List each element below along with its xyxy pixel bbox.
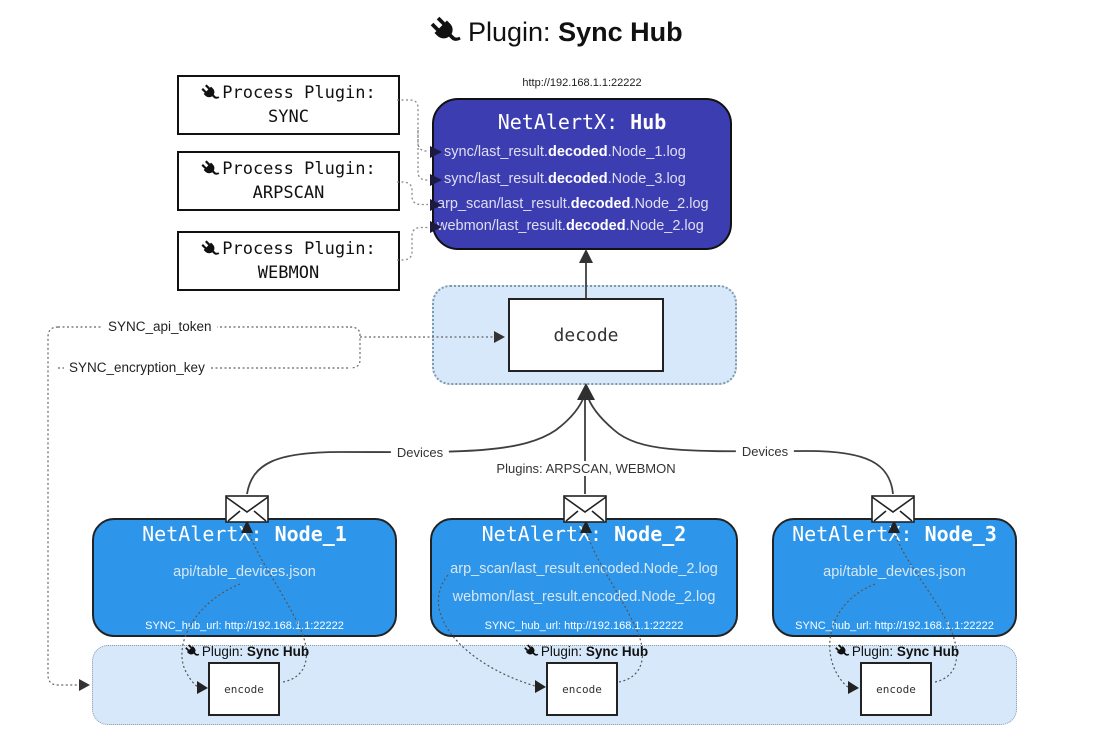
page-title: Plugin: Sync Hub xyxy=(430,16,683,48)
process-plugin-name: SYNC xyxy=(268,107,309,127)
plugin-to-hub-connectors xyxy=(397,99,429,261)
hub-title-bold: Hub xyxy=(630,110,667,134)
hub-title: NetAlertX: Hub xyxy=(432,110,732,134)
encode-box-3: encode xyxy=(860,662,932,716)
node-1-box xyxy=(92,518,397,637)
node-2-file: arp_scan/last_result.encoded.Node_2.log xyxy=(450,561,718,577)
encoder-2-label: Plugin: Sync Hub xyxy=(524,644,648,659)
edge-label-plugins: Plugins: ARPSCAN, WEBMON xyxy=(490,461,682,476)
process-plugin-arpscan-box: Process Plugin: ARPSCAN xyxy=(177,151,400,211)
converge-arrowhead xyxy=(577,383,595,400)
process-plugin-label: Process Plugin: xyxy=(222,159,376,179)
decode-label: decode xyxy=(553,324,619,346)
node-1-title: NetAlertX: Node_1 xyxy=(142,522,347,546)
hub-title-prefix: NetAlertX: xyxy=(497,110,631,134)
plug-icon xyxy=(524,644,539,659)
plug-icon xyxy=(430,16,462,48)
process-plugin-label: Process Plugin: xyxy=(222,83,376,103)
sync-encryption-key-label: SYNC_encryption_key xyxy=(64,360,210,375)
settings-arrow-encodebar xyxy=(79,679,90,691)
process-plugin-sync-box: Process Plugin: SYNC xyxy=(177,75,400,135)
edge-label-devices-right: Devices xyxy=(735,444,795,459)
node-1-file: api/table_devices.json xyxy=(173,564,316,580)
node-3-file: api/table_devices.json xyxy=(823,564,966,580)
node-2-title: NetAlertX: Node_2 xyxy=(481,522,687,546)
hub-url: http://192.168.1.1:22222 xyxy=(522,77,642,89)
node-2-hub-url: SYNC_hub_url: http://192.168.1.1:22222 xyxy=(484,620,684,632)
process-plugin-name: WEBMON xyxy=(257,263,320,283)
hub-log-line: sync/last_result.decoded.Node_1.log xyxy=(444,144,686,160)
decode-box: decode xyxy=(508,298,664,372)
hub-log-line: webmon/last_result.decoded.Node_2.log xyxy=(437,218,704,234)
title-prefix: Plugin: xyxy=(468,16,559,47)
node-3-title: NetAlertX: Node_3 xyxy=(792,522,997,546)
node-1-hub-url: SYNC_hub_url: http://192.168.1.1:22222 xyxy=(145,620,344,632)
encoder-1-label: Plugin: Sync Hub xyxy=(185,644,309,659)
encoder-3-label: Plugin: Sync Hub xyxy=(835,644,959,659)
plug-icon xyxy=(835,644,850,659)
process-plugin-name: ARPSCAN xyxy=(252,183,325,203)
encode-box-1: encode xyxy=(208,662,280,716)
plug-icon xyxy=(185,644,200,659)
sync-api-token-label: SYNC_api_token xyxy=(103,319,217,334)
hub-log-line: sync/last_result.decoded.Node_3.log xyxy=(444,171,686,187)
encode-box-2: encode xyxy=(546,662,618,716)
plug-icon xyxy=(201,240,220,259)
edge-label-devices-left: Devices xyxy=(390,445,450,460)
process-plugin-webmon-box: Process Plugin: WEBMON xyxy=(177,231,400,291)
hub-log-line: arp_scan/last_result.decoded.Node_2.log xyxy=(437,196,709,212)
node-3-hub-url: SYNC_hub_url: http://192.168.1.1:22222 xyxy=(795,620,994,632)
node-to-decode-curves xyxy=(246,392,894,495)
plug-icon xyxy=(201,160,220,179)
plug-icon xyxy=(201,84,220,103)
process-plugin-label: Process Plugin: xyxy=(222,239,376,259)
hub-box xyxy=(432,98,732,250)
title-bold: Sync Hub xyxy=(558,16,683,47)
node-2-file: webmon/last_result.encoded.Node_2.log xyxy=(452,589,716,605)
